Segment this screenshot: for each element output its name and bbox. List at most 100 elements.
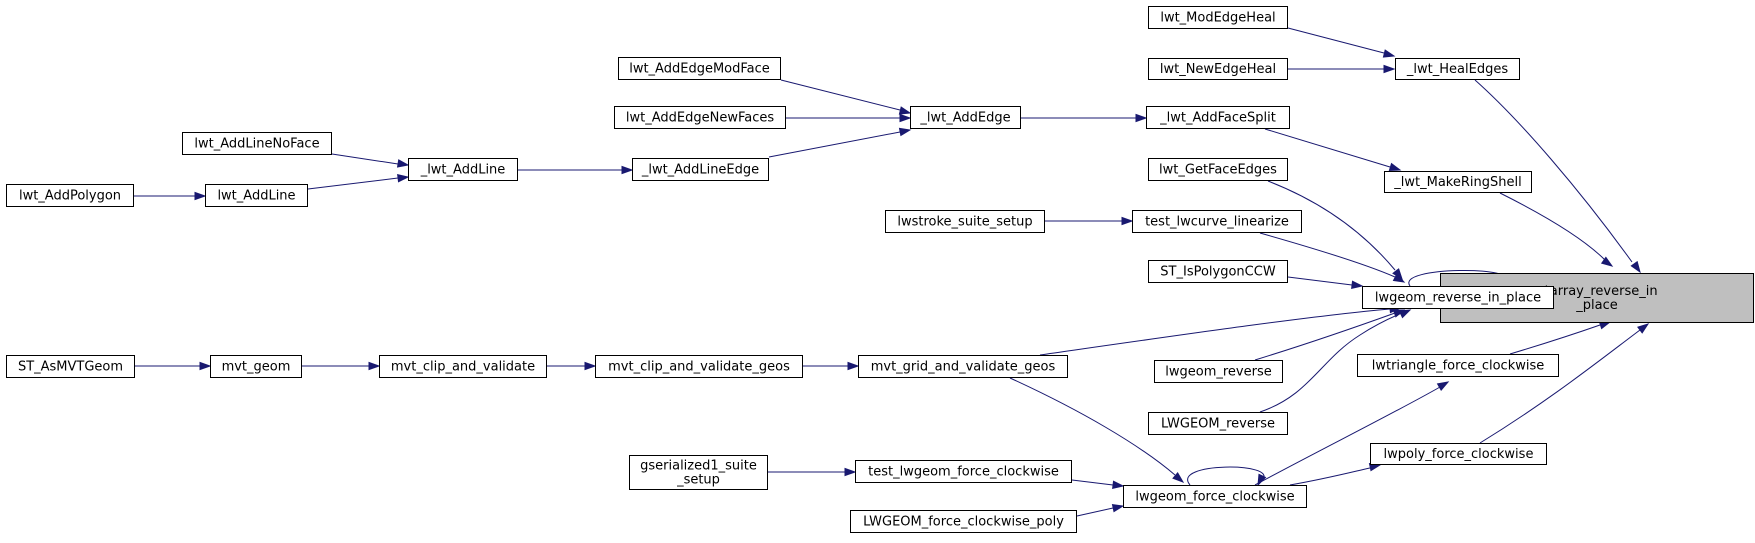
node-lwt-addfacesplit[interactable]: _lwt_AddFaceSplit xyxy=(1146,106,1290,129)
edge-line xyxy=(1076,507,1114,517)
node-label: lwt_AddLine xyxy=(217,189,295,204)
edge-lwt-newedgeheal-to-lwt-healedges xyxy=(1288,64,1396,74)
edge-lwstroke-suite-setup-to-test-lwcurve-linearize xyxy=(1045,216,1134,226)
node-lwpoly-force-clockwise[interactable]: lwpoly_force_clockwise xyxy=(1370,443,1547,465)
node-lwt-addpolygon[interactable]: lwt_AddPolygon xyxy=(6,184,134,207)
arrowhead-icon xyxy=(1351,280,1364,289)
node-lwgeom-reverse-in-place[interactable]: lwgeom_reverse_in_place xyxy=(1362,286,1554,309)
node-box xyxy=(205,184,308,207)
node-box xyxy=(1148,158,1288,181)
arrowhead-icon xyxy=(621,165,634,175)
node-lwgeom-reverse[interactable]: lwgeom_reverse xyxy=(1154,360,1283,383)
node-label: test_lwcurve_linearize xyxy=(1145,215,1289,230)
arrowhead-icon xyxy=(1392,273,1406,283)
edges-layer xyxy=(134,27,1650,517)
arrowhead-icon xyxy=(1172,471,1185,483)
node-lwt-addedgemodface[interactable]: lwt_AddEdgeModFace xyxy=(618,57,781,80)
node-label: lwpoly_force_clockwise xyxy=(1384,447,1534,462)
node-box xyxy=(210,355,302,378)
edge-lwpoly-force-clockwise-to-ptarray-reverse-in-place xyxy=(1479,323,1650,444)
edge-lwgeom-force-clockwise-to-lwgeom-force-clockwise xyxy=(1187,466,1267,487)
edge-line xyxy=(1479,329,1641,444)
node-label: _place xyxy=(1575,298,1617,313)
node-label: _lwt_AddLine xyxy=(420,163,506,178)
node-gserialized1-suite-setup[interactable]: gserialized1_suite_setup xyxy=(629,455,768,490)
node-test-lwcurve-linearize[interactable]: test_lwcurve_linearize xyxy=(1132,210,1302,233)
node-lwt-makeringshell[interactable]: _lwt_MakeRingShell xyxy=(1384,171,1532,193)
node-box xyxy=(1370,443,1547,465)
node-lwt-addlineedge[interactable]: _lwt_AddLineEdge xyxy=(632,158,769,181)
node-box xyxy=(1123,485,1307,508)
node-lwt-addedge[interactable]: _lwt_AddEdge xyxy=(910,106,1021,129)
edge-mvt-clip-and-validate-geos-to-mvt-grid-and-validate-geos xyxy=(803,361,860,371)
node-mvt-geom[interactable]: mvt_geom xyxy=(210,355,302,378)
node-mvt-clip-and-validate-geos[interactable]: mvt_clip_and_validate_geos xyxy=(595,355,803,378)
node-mvt-grid-and-validate-geos[interactable]: mvt_grid_and_validate_geos xyxy=(858,355,1068,378)
node-box xyxy=(632,158,769,181)
node-lwt-getfaceedges[interactable]: lwt_GetFaceEdges xyxy=(1148,158,1288,181)
node-label: mvt_clip_and_validate_geos xyxy=(608,360,790,375)
arrowhead-icon xyxy=(397,174,410,183)
edge-line xyxy=(1287,276,1353,286)
node-lwt-addedgenewfaces[interactable]: lwt_AddEdgeNewFaces xyxy=(614,106,786,129)
node-test-lwgeom-force-clockwise[interactable]: test_lwgeom_force_clockwise xyxy=(855,460,1072,483)
node-label: test_lwgeom_force_clockwise xyxy=(868,465,1059,480)
node-lwt-healedges[interactable]: _lwt_HealEdges xyxy=(1395,58,1520,80)
edge-lwtriangle-force-clockwise-to-ptarray-reverse-in-place xyxy=(1509,321,1612,355)
edge-line xyxy=(1039,308,1391,356)
edge-lwt-addedgenewfaces-to-lwt-addedge xyxy=(786,113,912,123)
node-label: lwgeom_force_clockwise xyxy=(1135,490,1294,505)
arrowhead-icon xyxy=(584,361,597,371)
arrowhead-icon xyxy=(1382,49,1396,58)
node-box xyxy=(1148,6,1288,29)
node-box xyxy=(1395,58,1520,80)
edge-lwgeom-reverse-to-lwgeom-reverse-in-place xyxy=(1259,309,1412,413)
arrowhead-icon xyxy=(368,361,381,371)
node-mvt-clip-and-validate[interactable]: mvt_clip_and_validate xyxy=(379,355,547,378)
edge-line xyxy=(1259,312,1403,413)
edge-line xyxy=(1259,232,1396,278)
node-lwt-addlinenoface[interactable]: lwt_AddLineNoFace xyxy=(182,132,332,155)
node-box xyxy=(6,355,135,378)
node-box xyxy=(855,460,1072,483)
node-lwgeom-force-clockwise-poly[interactable]: LWGEOM_force_clockwise_poly xyxy=(850,510,1077,533)
nodes-layer: ptarray_reverse_in_place_lwt_HealEdges_l… xyxy=(6,6,1754,533)
arrowhead-icon xyxy=(1121,216,1134,226)
edge-lwt-makeringshell-to-ptarray-reverse-in-place xyxy=(1499,192,1614,267)
edge-line xyxy=(1267,180,1396,271)
node-box xyxy=(182,132,332,155)
edge-mvt-clip-and-validate-to-mvt-clip-and-validate-geos xyxy=(547,361,597,371)
edge-line xyxy=(1187,466,1265,486)
node-st-asmvtgeom[interactable]: ST_AsMVTGeom xyxy=(6,355,135,378)
edge-lwt-addlineedge-to-lwt-addedge xyxy=(768,127,912,158)
node-lwt-modedgeheal[interactable]: lwt_ModEdgeHeal xyxy=(1148,6,1288,29)
edge-mvt-grid-and-validate-geos-to-lwgeom-force-clockwise xyxy=(1009,377,1185,483)
node-st-ispolygonccw[interactable]: ST_IsPolygonCCW xyxy=(1148,260,1288,283)
node-lwt-addline[interactable]: _lwt_AddLine xyxy=(408,158,518,181)
node-label: lwt_AddEdgeNewFaces xyxy=(626,111,774,126)
node-label: lwt_AddPolygon xyxy=(19,189,121,204)
arrowhead-icon xyxy=(1111,503,1125,513)
node-lwgeom-force-clockwise[interactable]: lwgeom_force_clockwise xyxy=(1123,485,1307,508)
arrowhead-icon xyxy=(1388,162,1402,172)
edge-line xyxy=(768,131,901,158)
node-lwstroke-suite-setup[interactable]: lwstroke_suite_setup xyxy=(885,210,1045,233)
node-label: lwgeom_reverse xyxy=(1165,365,1271,380)
node-lwt-newedgeheal[interactable]: lwt_NewEdgeHeal xyxy=(1148,58,1288,80)
node-lwt-addline[interactable]: lwt_AddLine xyxy=(205,184,308,207)
node-label: lwt_AddEdgeModFace xyxy=(629,62,770,77)
edge-lwt-addlinenoface-to-lwt-addline xyxy=(331,153,410,168)
edge-line xyxy=(1287,27,1385,54)
edge-lwgeom-reverse-to-lwgeom-reverse-in-place xyxy=(1254,309,1406,361)
node-lwgeom-reverse[interactable]: LWGEOM_reverse xyxy=(1148,412,1288,435)
edge-lwgeom-force-clockwise-poly-to-lwgeom-force-clockwise xyxy=(1076,503,1125,517)
node-box xyxy=(1148,58,1288,80)
node-lwtriangle-force-clockwise[interactable]: lwtriangle_force_clockwise xyxy=(1357,354,1559,377)
edge-lwt-addfacesplit-to-lwt-makeringshell xyxy=(1264,128,1402,172)
edge-lwgeom-force-clockwise-to-lwpoly-force-clockwise xyxy=(1289,462,1382,486)
node-box xyxy=(595,355,803,378)
edge-line xyxy=(1264,128,1391,168)
edge-line xyxy=(331,153,399,165)
edge-line xyxy=(780,79,901,111)
node-label: mvt_clip_and_validate xyxy=(391,360,535,375)
